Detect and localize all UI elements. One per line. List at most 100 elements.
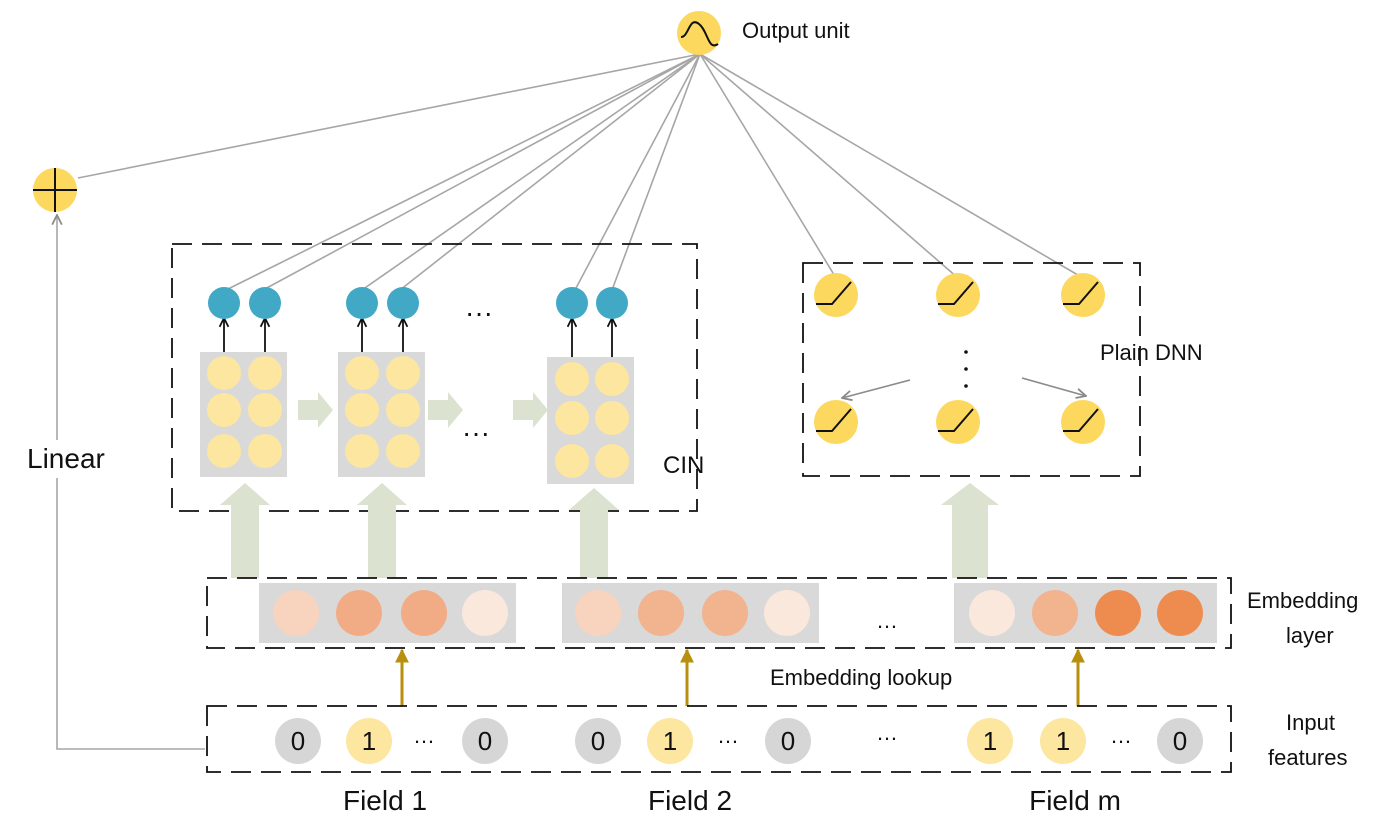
input-bit-value: 1 (983, 726, 997, 756)
cin-cell (595, 444, 629, 478)
embedding-unit (764, 590, 810, 636)
dnn-unit (936, 400, 980, 444)
input-field-group: 0 1 … 0 (275, 718, 508, 764)
input-bit-ellipsis: … (1110, 723, 1132, 748)
input-bit (1157, 718, 1203, 764)
input-bit (275, 718, 321, 764)
input-bit-value: 1 (1056, 726, 1070, 756)
output-connections (77, 53, 1084, 291)
relu-icon (938, 408, 974, 432)
relu-icon (1063, 408, 1099, 432)
cin-cell (386, 393, 420, 427)
cin-output-unit (596, 287, 628, 319)
embedding-layer-label-line1: Embedding (1247, 588, 1358, 613)
input-ellipsis: … (876, 720, 898, 745)
input-bit (647, 718, 693, 764)
embedding-unit (1032, 590, 1078, 636)
sigmoid-icon (680, 21, 719, 47)
cin-output-unit (249, 287, 281, 319)
cin-cell (386, 434, 420, 468)
cin-output-unit (346, 287, 378, 319)
embedding-group (954, 583, 1217, 643)
cin-cell (248, 356, 282, 390)
cin-cell (207, 393, 241, 427)
embedding-unit (575, 590, 621, 636)
dnn-vertical-dots (964, 350, 968, 388)
embedding-group (562, 583, 819, 643)
input-bit (346, 718, 392, 764)
relu-icon (816, 408, 852, 432)
input-bit (1040, 718, 1086, 764)
dnn-unit (814, 400, 858, 444)
embedding-layer-box (206, 577, 1232, 649)
input-field-group: 1 1 … 0 (967, 718, 1203, 764)
wide-arrows (220, 483, 999, 578)
embedding-ellipsis: … (876, 608, 898, 633)
input-groups: 0 1 … 0 0 1 … 0 1 1 … 0 (275, 718, 1203, 764)
cin-cell (248, 434, 282, 468)
cin-ellipsis-mid: ··· (462, 417, 490, 448)
cin-cell (248, 393, 282, 427)
input-features-label-line1: Input (1286, 710, 1335, 735)
cin-label: CIN (663, 452, 704, 479)
dnn-unit (1061, 273, 1105, 317)
embedding-unit (401, 590, 447, 636)
embedding-groups (259, 583, 1217, 643)
dnn-box (802, 262, 1141, 477)
cin-output-unit (208, 287, 240, 319)
input-features-label-line2: features (1268, 745, 1348, 770)
input-bit-value: 1 (663, 726, 677, 756)
dnn-units (814, 273, 1105, 444)
input-field-group: 0 1 … 0 (575, 718, 811, 764)
cin-layer (338, 287, 425, 477)
linear-label: Linear (27, 443, 105, 474)
cin-cell (555, 362, 589, 396)
relu-icon (1063, 281, 1099, 305)
input-bit-ellipsis: … (413, 723, 435, 748)
cin-cell (207, 356, 241, 390)
cin-cell (555, 401, 589, 435)
embedding-unit (462, 590, 508, 636)
lookup-arrows (395, 648, 1085, 706)
cin-flow-arrows (298, 392, 548, 428)
cin-output-unit (556, 287, 588, 319)
input-bit (462, 718, 508, 764)
field-name: Field 2 (648, 785, 732, 816)
input-bit-value: 0 (1173, 726, 1187, 756)
input-bit-value: 0 (478, 726, 492, 756)
input-bit-value: 0 (291, 726, 305, 756)
embedding-unit (702, 590, 748, 636)
dnn-unit (814, 273, 858, 317)
input-bit-value: 0 (591, 726, 605, 756)
linear-path (22, 215, 205, 750)
cin-cell (595, 362, 629, 396)
embedding-unit (273, 590, 319, 636)
embedding-unit (1095, 590, 1141, 636)
embedding-unit (336, 590, 382, 636)
cin-cell (386, 356, 420, 390)
input-bit (575, 718, 621, 764)
dnn-label: Plain DNN (1100, 340, 1203, 365)
relu-icon (938, 281, 974, 305)
input-bit (765, 718, 811, 764)
input-bit-value: 1 (362, 726, 376, 756)
cin-layers (200, 287, 634, 484)
input-features-box (206, 705, 1232, 773)
cin-cell (345, 393, 379, 427)
field-name: Field m (1029, 785, 1121, 816)
plus-icon (33, 168, 77, 212)
embedding-unit (969, 590, 1015, 636)
cin-layer (547, 287, 634, 484)
cin-cell (595, 401, 629, 435)
dnn-arrows (842, 377, 1086, 398)
cin-ellipsis-top: ··· (465, 297, 493, 328)
input-bit-ellipsis: … (717, 723, 739, 748)
cin-box (171, 243, 698, 512)
sum-unit (33, 168, 77, 212)
embedding-unit (638, 590, 684, 636)
input-bit-value: 0 (781, 726, 795, 756)
embedding-layer-label-line2: layer (1286, 623, 1334, 648)
dnn-unit (1061, 400, 1105, 444)
